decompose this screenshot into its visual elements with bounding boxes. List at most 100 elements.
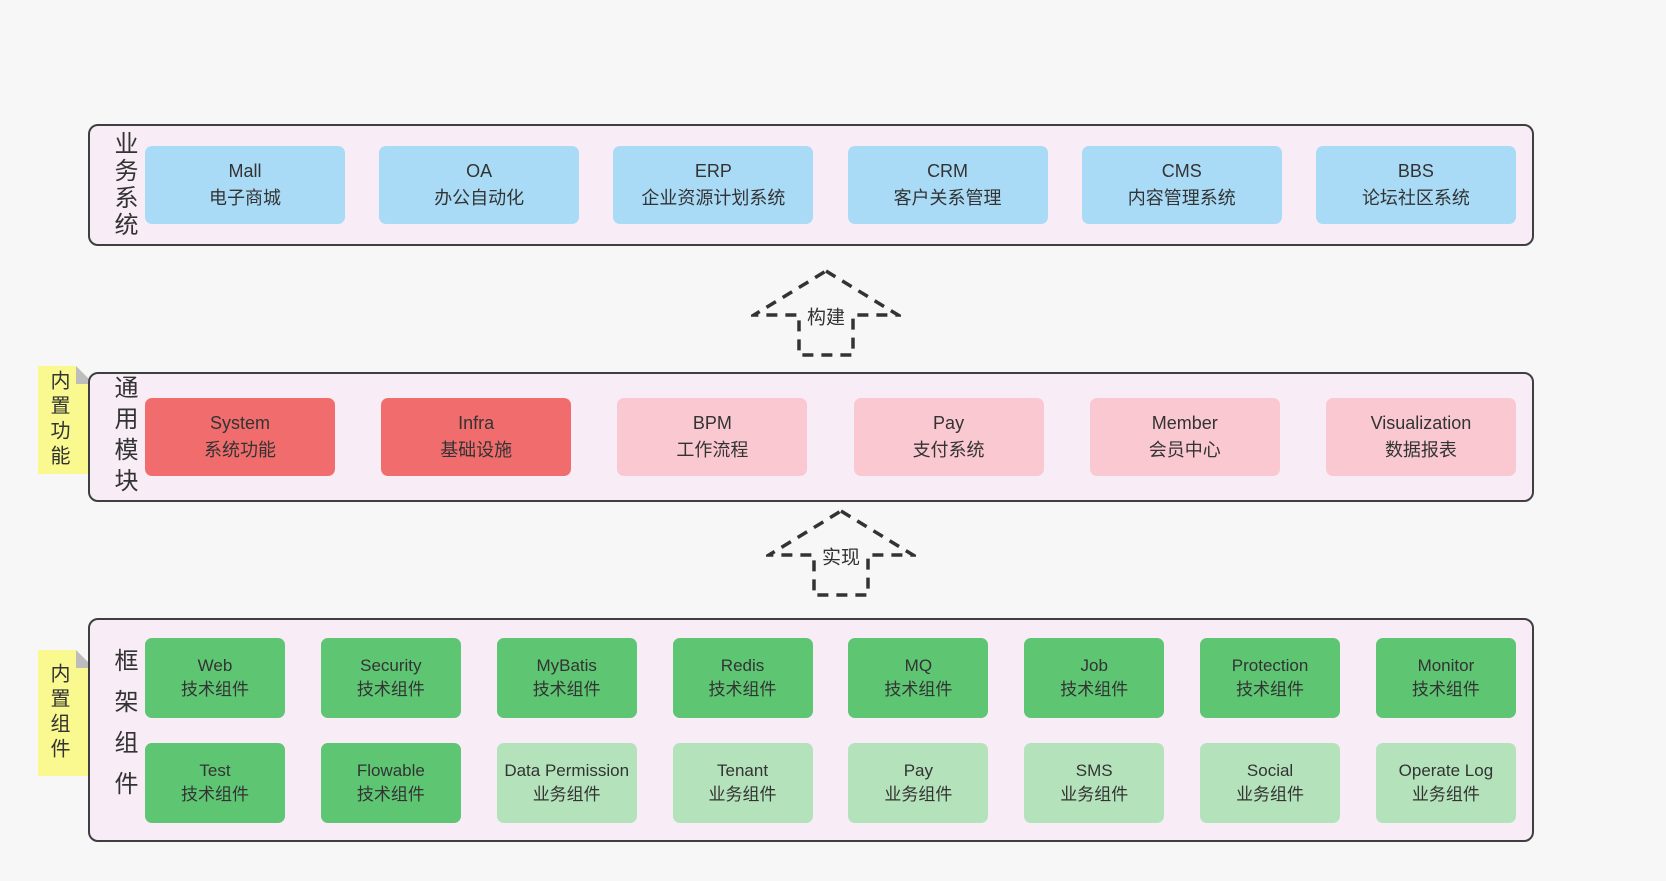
box-subtitle: 业务组件	[1411, 784, 1480, 804]
box-subtitle: 业务组件	[1236, 784, 1305, 804]
box-infra: Infra 基础设施	[381, 398, 572, 476]
box-title: Infra	[458, 413, 495, 433]
box-protection: Protection 技术组件	[1200, 637, 1341, 718]
box-title: Data Permission	[504, 760, 630, 780]
box-monitor: Monitor 技术组件	[1375, 637, 1516, 718]
business-systems-layer: 业务系统 Mall 电子商城 OA 办公自动化 ERP 企业资源计划系统 CRM…	[88, 124, 1534, 246]
box-subtitle: 工作流程	[676, 440, 749, 460]
box-subtitle: 业务组件	[532, 784, 601, 804]
box-job: Job 技术组件	[1024, 637, 1165, 718]
box-title: Tenant	[717, 760, 769, 780]
box-mybatis: MyBatis 技术组件	[496, 637, 637, 718]
business-boxes-row: Mall 电子商城 OA 办公自动化 ERP 企业资源计划系统 CRM 客户关系…	[145, 126, 1516, 244]
box-title: ERP	[694, 161, 732, 181]
box-title: Operate Log	[1398, 760, 1494, 780]
box-member: Member 会员中心	[1089, 398, 1280, 476]
box-subtitle: 业务组件	[884, 784, 953, 804]
sticky-note-built-in-components: 内置组件	[38, 650, 94, 776]
common-modules-layer: 通用模块 System 系统功能 Infra 基础设施 BPM 工作流程 Pay…	[88, 372, 1534, 502]
box-subtitle: 技术组件	[356, 679, 425, 699]
box-title: Visualization	[1370, 413, 1472, 433]
box-subtitle: 数据报表	[1384, 440, 1457, 460]
sticky-note-label: 内置功能	[47, 370, 69, 470]
box-title: Job	[1080, 655, 1108, 675]
box-sms: SMS 业务组件	[1024, 742, 1165, 823]
box-tenant: Tenant 业务组件	[672, 742, 813, 823]
box-subtitle: 企业资源计划系统	[641, 188, 786, 208]
box-subtitle: 技术组件	[356, 784, 425, 804]
box-subtitle: 电子商城	[209, 188, 281, 208]
box-data-permission: Data Permission 业务组件	[496, 742, 637, 823]
box-subtitle: 技术组件	[181, 784, 249, 804]
box-title: Security	[360, 655, 422, 675]
box-title: Redis	[720, 655, 765, 675]
box-cms: CMS 内容管理系统	[1081, 146, 1282, 224]
box-title: Web	[197, 655, 233, 675]
box-title: BPM	[692, 413, 732, 433]
layer-label-business-systems: 业务系统	[110, 131, 137, 239]
box-title: SMS	[1075, 760, 1113, 780]
box-title: Social	[1246, 760, 1294, 780]
box-erp: ERP 企业资源计划系统	[613, 146, 814, 224]
up-arrow-icon	[766, 508, 916, 597]
sticky-note-label: 内置组件	[47, 663, 69, 763]
box-redis: Redis 技术组件	[672, 637, 813, 718]
box-subtitle: 基础设施	[440, 440, 513, 460]
box-title: Member	[1151, 413, 1218, 433]
arrow-implement-label: 实现	[817, 539, 865, 573]
box-subtitle: 技术组件	[884, 679, 953, 699]
box-subtitle: 论坛社区系统	[1361, 188, 1470, 208]
box-flowable: Flowable 技术组件	[320, 742, 461, 823]
module-boxes-row: System 系统功能 Infra 基础设施 BPM 工作流程 Pay 支付系统…	[145, 374, 1516, 500]
box-social: Social 业务组件	[1200, 742, 1341, 823]
box-operate-log: Operate Log 业务组件	[1375, 742, 1516, 823]
box-subtitle: 支付系统	[912, 440, 985, 460]
box-subtitle: 会员中心	[1148, 440, 1221, 460]
box-test: Test 技术组件	[145, 742, 285, 823]
box-crm: CRM 客户关系管理	[847, 146, 1048, 224]
arrow-implement: 实现	[766, 508, 916, 598]
box-subtitle: 办公自动化	[434, 188, 525, 208]
arrow-build-label: 构建	[802, 299, 850, 333]
box-mall: Mall 电子商城	[145, 146, 345, 224]
box-oa: OA 办公自动化	[379, 146, 580, 224]
box-subtitle: 技术组件	[1236, 679, 1305, 699]
box-bpm: BPM 工作流程	[617, 398, 808, 476]
box-title: MyBatis	[536, 655, 597, 675]
box-mq: MQ 技术组件	[848, 637, 989, 718]
box-subtitle: 系统功能	[204, 440, 276, 460]
box-title: Test	[199, 760, 231, 780]
box-subtitle: 技术组件	[532, 679, 601, 699]
box-visualization: Visualization 数据报表	[1325, 398, 1516, 476]
up-arrow-icon	[751, 268, 901, 357]
box-subtitle: 技术组件	[708, 679, 777, 699]
box-system: System 系统功能	[145, 398, 335, 476]
box-subtitle: 技术组件	[1411, 679, 1480, 699]
box-subtitle: 内容管理系统	[1127, 188, 1236, 208]
box-bbs: BBS 论坛社区系统	[1315, 146, 1516, 224]
box-title: BBS	[1397, 161, 1434, 181]
sticky-note-built-in-functions: 内置功能	[38, 366, 94, 474]
box-title: MQ	[904, 655, 933, 675]
box-title: OA	[466, 161, 493, 181]
box-title: Monitor	[1417, 655, 1475, 675]
box-subtitle: 客户关系管理	[893, 188, 1002, 208]
box-subtitle: 技术组件	[181, 679, 249, 699]
component-boxes-rows: Web 技术组件 Security 技术组件 MyBatis 技术组件 Redi…	[145, 620, 1516, 840]
box-title: CRM	[927, 161, 969, 181]
box-subtitle: 技术组件	[1060, 679, 1129, 699]
box-web: Web 技术组件	[145, 637, 285, 718]
box-subtitle: 业务组件	[1060, 784, 1129, 804]
layer-label-common-modules: 通用模块	[110, 375, 137, 499]
box-title: Mall	[228, 161, 262, 181]
box-title: System	[209, 413, 270, 433]
box-title: Pay	[903, 760, 934, 780]
box-pay: Pay 支付系统	[853, 398, 1044, 476]
box-security: Security 技术组件	[320, 637, 461, 718]
box-title: Pay	[933, 413, 965, 433]
box-pay-biz: Pay 业务组件	[848, 742, 989, 823]
arrow-build: 构建	[751, 268, 901, 358]
framework-components-layer: 框架组件 Web 技术组件 Security 技术组件 MyBatis 技术组件…	[88, 618, 1534, 842]
layer-label-framework-components: 框架组件	[110, 648, 137, 812]
box-title: Protection	[1231, 655, 1309, 675]
